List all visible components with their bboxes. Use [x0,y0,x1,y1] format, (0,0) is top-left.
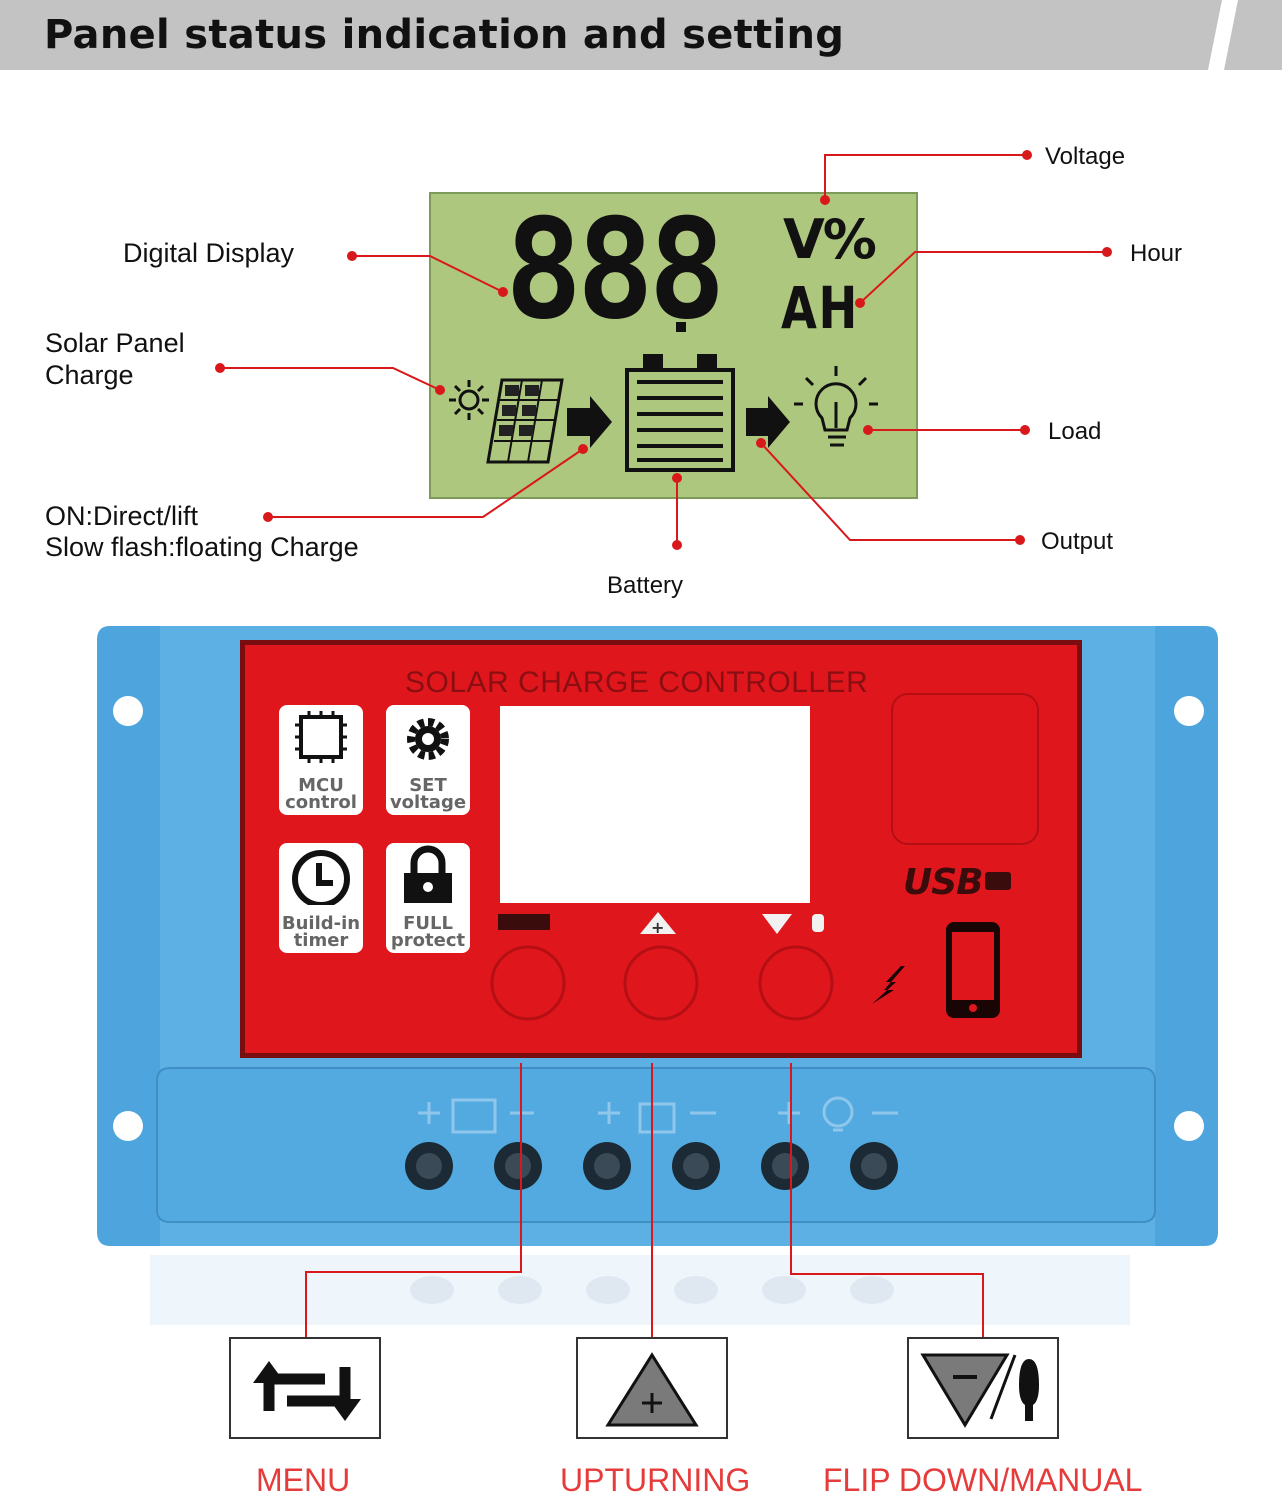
label-on-direct: ON:Direct/lift [45,501,199,531]
tile-protect-line1: FULL [403,913,453,934]
bulb-icon [794,366,878,447]
mount-hole-top-left [113,696,143,726]
lightning-icon [872,966,905,1004]
label-load: Load [1048,418,1102,445]
label-solar-panel-charge-line1: Solar Panel [45,328,185,358]
lcd-unit-amp-hour: AH [781,274,859,342]
tile-timer-line2: timer [293,930,349,951]
leader-lines [220,154,1107,545]
label-battery: Battery [607,572,684,599]
battery-icon [625,354,735,472]
label-slow-flash: Slow flash:floating Charge [45,532,359,562]
solar-panel-icon [486,378,564,464]
mount-hole-bottom-right [1174,1111,1204,1141]
flip-down-manual-button-box[interactable] [907,1337,1059,1439]
upturning-button-box[interactable] [576,1337,728,1439]
triangle-plus-icon [605,1352,699,1427]
tile-mcu-control: MCU control [279,705,363,815]
output-arrow-icon [746,396,790,448]
tile-mcu-line1: MCU [298,775,344,796]
up-button-ring [623,945,699,1021]
menu-caption: MENU [256,1462,351,1498]
triangle-minus-manual-icon [920,1353,1039,1428]
svg-text:+: + [651,918,664,937]
tile-timer-line1: Build-in [281,913,361,934]
tile-protect-line2: protect [390,930,466,951]
label-solar-panel-charge-line2: Charge [45,360,134,390]
clock-icon [292,850,350,905]
usb-slot-outline [891,693,1039,845]
phone-icon [946,922,1000,1018]
usb-plug-icon [985,872,1011,890]
upturning-caption: UPTURNING [560,1462,751,1498]
tile-set-voltage: SET voltage [386,705,470,815]
mount-hole-top-right [1174,696,1204,726]
tile-mcu-line2: control [285,792,357,813]
usb-label: USB [903,862,984,903]
page-title: Panel status indication and setting [44,12,845,58]
controller-title: SOLAR CHARGE CONTROLLER [405,666,869,699]
tile-set-line1: SET [409,775,447,796]
lock-icon [404,845,452,903]
minus-indicator-icon [762,914,824,934]
label-voltage: Voltage [1045,143,1126,170]
gear-icon [407,718,449,760]
chip-icon [295,711,347,763]
tile-build-in-timer: Build-in timer [279,843,363,953]
tile-full-protect: FULL protect [386,843,470,953]
lcd-digits: 888 [505,189,726,350]
header-bar: Panel status indication and setting [0,0,1282,70]
lcd-diagram [215,150,1112,550]
down-button-ring [758,945,834,1021]
leader-dots [215,150,1112,550]
flip-down-manual-caption: FLIP DOWN/MANUAL [823,1462,1143,1498]
label-hour: Hour [1130,240,1183,267]
charge-arrow-icon [567,396,612,448]
lcd-unit-voltage-percent: V% [783,208,877,271]
controller-screen [500,706,810,903]
plus-indicator-icon: + [640,912,676,937]
header-background [0,0,1282,70]
menu-button-ring [490,945,566,1021]
menu-cycle-icon [253,1361,361,1421]
label-output: Output [1041,528,1114,555]
mount-hole-bottom-left [113,1111,143,1141]
label-digital-display: Digital Display [123,238,295,268]
lcd-decimal-point [676,322,686,332]
menu-indicator-icon [498,914,550,930]
menu-button-box[interactable] [229,1337,381,1439]
tile-set-line2: voltage [389,792,467,813]
sun-icon [449,380,489,420]
